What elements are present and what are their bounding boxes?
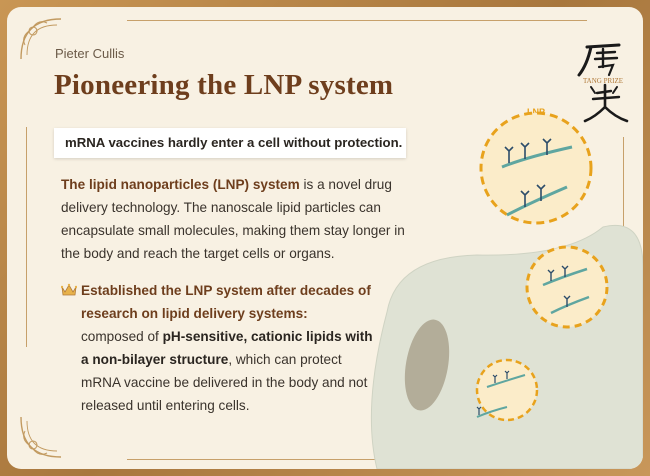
intro-bold: The lipid nanoparticles (LNP) system: [61, 177, 300, 192]
lnp-particle-small: [475, 358, 539, 422]
intro-paragraph: The lipid nanoparticles (LNP) system is …: [61, 173, 421, 265]
lnp-illustration: [370, 111, 643, 469]
callout-box: mRNA vaccines hardly enter a cell withou…: [54, 128, 406, 158]
ornament-top-line: [127, 20, 587, 21]
crown-icon: [61, 283, 77, 296]
cell-nucleus: [404, 319, 450, 411]
bullet-body-post: , which can protect mRNA vaccine be deli…: [81, 352, 368, 413]
bullet-heading: Established the LNP system after decades…: [61, 279, 381, 325]
lnp-label: LNP: [527, 107, 545, 117]
ornament-corner-top-left: [20, 18, 62, 60]
intro-rest: is a novel drug delivery technology. The…: [61, 177, 405, 261]
mrna-strand: [501, 145, 573, 217]
bullet-heading-line2: research on lipid delivery systems:: [81, 306, 308, 321]
lnp-particle-medium: [525, 245, 609, 329]
bullet-heading-line1: Established the LNP system after decades…: [81, 283, 371, 298]
bullet-body-pre: composed of: [81, 329, 163, 344]
ornament-bottom-line: [127, 459, 567, 460]
tang-prize-logo: TANG PRIZE: [577, 43, 629, 123]
antibody-icon: [504, 138, 552, 207]
bullet-body: composed of pH-sensitive, cationic lipid…: [81, 325, 381, 417]
lnp-particle-large: [479, 111, 593, 225]
logo-text: TANG PRIZE: [583, 77, 623, 85]
bullet-body-bold: pH-sensitive, cationic lipids with a non…: [81, 329, 373, 367]
author-name: Pieter Cullis: [55, 46, 125, 61]
page-title: Pioneering the LNP system: [54, 69, 394, 101]
ornament-left-line: [26, 127, 27, 347]
content-card: Pieter Cullis Pioneering the LNP system …: [7, 7, 643, 469]
ornament-corner-bottom-left: [20, 416, 62, 458]
